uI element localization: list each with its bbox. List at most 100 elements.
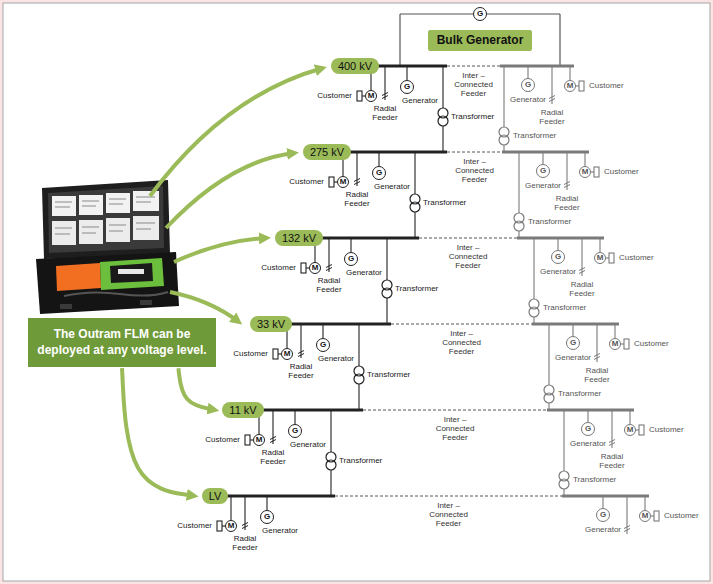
drop-line	[629, 410, 630, 424]
flm-device	[36, 180, 179, 314]
generator-label: Generator	[585, 525, 621, 534]
transformer-line	[533, 238, 534, 299]
drop-line	[557, 238, 558, 250]
transformer-line	[518, 152, 519, 213]
bulk-feed	[399, 14, 400, 66]
machine-circle: G	[581, 422, 595, 436]
node-text: G	[320, 341, 326, 349]
feeder-tick	[354, 179, 360, 182]
drop-line	[527, 66, 528, 78]
machine-circle: G	[288, 424, 302, 438]
transformer-line	[414, 152, 415, 194]
machine-circle: G	[316, 338, 330, 352]
feeder-tick	[624, 526, 630, 529]
customer-label: Customer	[317, 91, 352, 100]
machine-circle: M	[281, 348, 293, 360]
device-strip	[118, 269, 144, 274]
voltage-pill: 400 kV	[331, 58, 379, 74]
generator-label: Generator	[555, 353, 591, 362]
feeder-tick	[609, 443, 615, 446]
transformer-label: Transformer	[543, 303, 586, 312]
busbar	[517, 237, 604, 240]
transformer-symbol	[544, 393, 554, 403]
drop-line	[378, 152, 379, 166]
node-text: G	[348, 255, 354, 263]
feeder-tick	[549, 96, 555, 99]
feeder-line	[384, 66, 385, 100]
feeder-tick	[564, 185, 570, 188]
bulk-feed	[400, 13, 473, 14]
busbar	[500, 65, 574, 68]
generator-label: Generator	[525, 181, 561, 190]
machine-circle: G	[344, 252, 358, 266]
drop-line	[406, 66, 407, 80]
drop-line	[542, 152, 543, 164]
customer-label: Customer	[589, 81, 624, 90]
info-card	[133, 191, 159, 211]
deploy-arrows	[150, 68, 323, 322]
node-text: 11 kV	[229, 404, 256, 416]
feeder-tick	[298, 354, 304, 357]
machine-circle: G	[596, 508, 610, 522]
transformer-symbol	[410, 202, 420, 212]
node-text: M	[340, 178, 347, 186]
machine-circle: M	[337, 176, 349, 188]
transformer-line	[442, 126, 443, 152]
interconnector-label: Inter – Connected Feeder	[427, 501, 471, 529]
machine-circle: G	[260, 510, 274, 524]
feeder-line	[328, 238, 329, 272]
feeder-tick	[624, 529, 630, 532]
callout-box: The Outram FLM can be deployed at any vo…	[28, 318, 216, 367]
transformer-line	[563, 410, 564, 471]
machine-circle: M	[639, 510, 651, 522]
node-text: M	[368, 92, 375, 100]
transformer-label: Transformer	[451, 112, 494, 121]
customer-label: Customer	[261, 263, 296, 272]
case-latch	[140, 300, 152, 305]
deploy-arrow	[178, 368, 215, 410]
transformer-symbol	[529, 307, 539, 317]
feeder-line	[272, 410, 273, 444]
transformer-label: Transformer	[423, 198, 466, 207]
node-text: G	[264, 513, 270, 521]
feeder-tick	[270, 440, 276, 443]
node-text: G	[585, 425, 591, 433]
customer-label: Customer	[233, 349, 268, 358]
customer-load	[579, 81, 584, 91]
info-card	[106, 193, 130, 213]
feeder-tick	[564, 182, 570, 185]
voltage-pill: 132 kV	[275, 230, 323, 246]
generator-label: Generator	[318, 354, 354, 363]
transformer-label: Transformer	[558, 389, 601, 398]
info-card	[79, 220, 103, 244]
case-base	[36, 252, 179, 314]
machine-circle: M	[624, 424, 636, 436]
drop-line	[599, 238, 600, 252]
customer-label: Customer	[177, 521, 212, 530]
feeder-label: Radial Feeder	[537, 108, 567, 126]
transformer-symbol	[382, 288, 392, 298]
cable	[64, 292, 168, 296]
deploy-arrow	[166, 153, 295, 228]
node-text: M	[567, 82, 574, 90]
feeder-tick	[594, 357, 600, 360]
node-text: M	[612, 340, 619, 348]
customer-load	[329, 177, 334, 187]
interconnector-line	[447, 152, 502, 153]
transformer-symbol	[438, 116, 448, 126]
customer-label: Customer	[649, 425, 684, 434]
machine-circle: G	[473, 7, 487, 21]
generator-label: Generator	[290, 440, 326, 449]
feeder-tick	[609, 440, 615, 443]
transformer-line	[386, 298, 387, 324]
generator-label: Generator	[402, 96, 438, 105]
customer-load	[217, 521, 222, 531]
customer-load	[654, 511, 659, 521]
device-orange	[56, 263, 101, 291]
info-card	[79, 195, 103, 215]
voltage-pill: LV	[202, 488, 229, 504]
node-text: M	[284, 350, 291, 358]
transformer-line	[330, 410, 331, 452]
generator-label: Generator	[540, 267, 576, 276]
